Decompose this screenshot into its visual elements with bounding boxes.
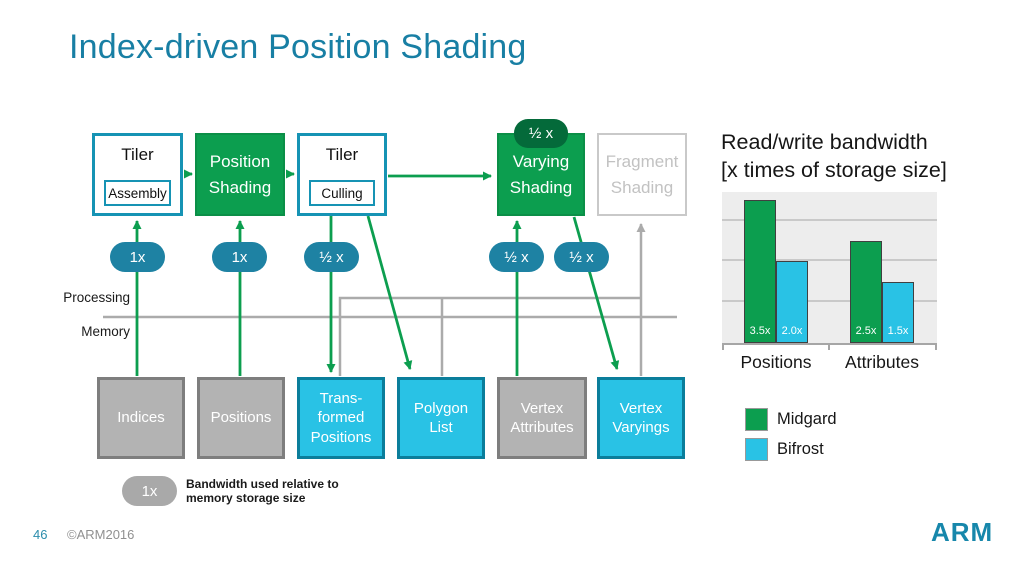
copyright-text: ©ARM2016 <box>67 527 135 542</box>
bar-value-label: 2.0x <box>781 325 803 337</box>
chart-plot: 3.5x 2.0x 2.5x 1.5x <box>722 192 937 350</box>
memory-box-label: Varyings <box>612 419 670 436</box>
legend-text-line: Bandwidth used relative to <box>186 477 339 491</box>
memory-box-label: List <box>429 419 453 436</box>
chart-gridline <box>722 259 937 261</box>
stage-title: Varying <box>512 152 570 171</box>
memory-box-label: Vertex <box>619 399 663 417</box>
stage-tiler-assembly: Tiler Assembly <box>92 133 183 216</box>
stage-position-shading: Position Shading <box>195 133 285 216</box>
legend-swatch-bifrost <box>745 438 768 461</box>
bar-bifrost-positions: 2.0x <box>776 261 808 343</box>
stage-sub-label: Culling <box>309 180 375 206</box>
chart-title: Read/write bandwidth <box>721 130 928 154</box>
chart-gridline <box>722 300 937 302</box>
arrow-tiler-to-polygon-list <box>366 215 413 370</box>
stage-tiler-culling: Tiler Culling <box>297 133 387 216</box>
legend-text-line: memory storage size <box>186 491 306 506</box>
legend-item-midgard: Midgard <box>745 408 837 431</box>
chart-axis-tick <box>722 345 724 350</box>
bandwidth-pill-transformed-positions: ½ x <box>304 242 359 272</box>
chart-axis-tick <box>935 345 937 350</box>
bar-value-label: 3.5x <box>749 325 771 337</box>
bar-value-label: 2.5x <box>855 325 877 337</box>
bar-midgard-positions: 3.5x <box>744 200 776 343</box>
memory-zone-label: Memory <box>81 324 130 339</box>
stage-fragment-shading: Fragment Shading <box>597 133 687 216</box>
chart-legend: Midgard Bifrost <box>745 408 837 468</box>
memory-box-indices: Indices <box>97 377 185 459</box>
bandwidth-pill-vertex-varyings: ½ x <box>554 242 609 272</box>
memory-box-label: Indices <box>117 409 165 427</box>
legend-text: Bandwidth used relative to memory storag… <box>186 477 339 506</box>
memory-box-label: formed <box>317 409 365 427</box>
bar-value-label: 1.5x <box>887 325 909 337</box>
page-number: 46 <box>33 527 48 542</box>
stage-title: Tiler <box>121 145 154 164</box>
chart-category-label: Attributes <box>845 352 919 372</box>
stage-sub-label: Assembly <box>104 180 171 206</box>
memory-box-polygon-list: Polygon List <box>397 377 485 459</box>
legend-item-bifrost: Bifrost <box>745 438 837 461</box>
legend-label: Midgard <box>777 410 837 428</box>
memory-box-label: Trans- <box>319 389 363 407</box>
memory-box-transformed-positions: Trans- formed Positions <box>297 377 385 459</box>
chart-axis-tick <box>828 345 830 350</box>
processing-zone-label: Processing <box>63 290 130 305</box>
bandwidth-pill-vertex-attributes: ½ x <box>489 242 544 272</box>
bandwidth-pill-positions: 1x <box>212 242 267 272</box>
memory-box-label: Attributes <box>510 419 574 436</box>
stage-title: Position <box>209 152 271 171</box>
stage-title: Shading <box>509 177 573 197</box>
gray-connector-transformed-positions <box>338 296 640 376</box>
legend-bandwidth-pill: 1x <box>122 476 177 506</box>
bar-midgard-attributes: 2.5x <box>850 241 882 343</box>
chart-gridline <box>722 219 937 221</box>
stage-title: Shading <box>610 177 674 197</box>
memory-box-vertex-varyings: Vertex Varyings <box>597 377 685 459</box>
chart-categories: Positions Attributes <box>722 352 937 376</box>
memory-box-label: Positions <box>310 428 372 446</box>
stage-title: Shading <box>208 177 272 197</box>
bar-bifrost-attributes: 1.5x <box>882 282 914 343</box>
legend-label: Bifrost <box>777 440 824 458</box>
memory-box-label: Polygon <box>413 399 469 417</box>
bandwidth-badge-varying-shading: ½ x <box>514 119 568 148</box>
memory-box-vertex-attributes: Vertex Attributes <box>497 377 587 459</box>
stage-title: Fragment <box>605 152 679 171</box>
arm-logo: ARM <box>931 517 994 547</box>
arrow-varying-shading-to-vertex-varyings <box>572 216 620 370</box>
memory-box-positions: Positions <box>197 377 285 459</box>
bandwidth-pill-indices: 1x <box>110 242 165 272</box>
legend-swatch-midgard <box>745 408 768 431</box>
page-title: Index-driven Position Shading <box>69 28 527 66</box>
stage-title: Tiler <box>325 145 359 164</box>
chart-category-label: Positions <box>740 352 812 372</box>
stage-varying-shading: Varying Shading <box>497 133 585 216</box>
memory-box-label: Vertex <box>520 399 564 417</box>
memory-box-label: Positions <box>210 409 272 427</box>
chart-subtitle: [x times of storage size] <box>721 158 947 182</box>
